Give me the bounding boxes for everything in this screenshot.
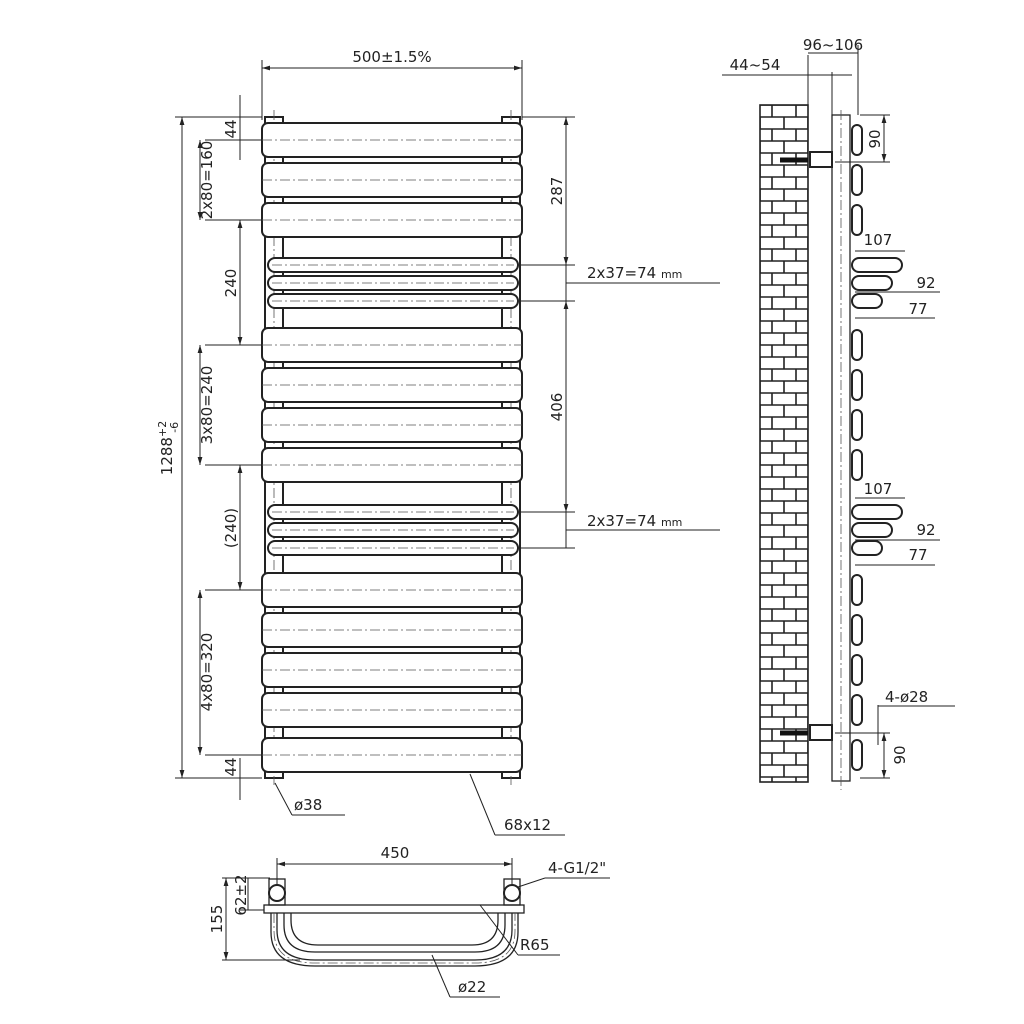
side-tube-profile	[851, 540, 883, 556]
side-panel-profile	[851, 329, 863, 361]
gap1-label: 240	[222, 269, 240, 298]
wall-distance-label: 44~54	[730, 56, 781, 74]
wall-plate	[263, 904, 525, 914]
bracket-bottom-label: 90	[891, 745, 909, 764]
side-panel-profile	[851, 574, 863, 606]
side-view	[759, 104, 903, 790]
connections-label: 4-G1/2"	[548, 859, 606, 877]
between-tubes-label: 406	[548, 393, 566, 422]
offset-label: 62±2	[232, 874, 250, 915]
group2-spacing-label: 3x80=240	[198, 366, 216, 445]
connections-label: 4-ø28	[885, 688, 928, 706]
centers-label: 450	[381, 844, 410, 862]
side-panel-profile	[851, 449, 863, 481]
tube-spacing-top-label: 2x37=74 mm	[587, 264, 682, 282]
side-tube-profile	[851, 293, 883, 309]
top-bracket	[809, 151, 833, 168]
side-panel-profile	[851, 369, 863, 401]
side-panel-profile	[851, 739, 863, 771]
side-panel-profile	[851, 409, 863, 441]
group1-spacing-label: 2x80=160	[198, 141, 216, 220]
side-panel-profile	[851, 204, 863, 236]
width-label: 500±1.5%	[352, 48, 431, 66]
side-panel-profile	[851, 164, 863, 196]
front-dimensions: 500±1.5% 1288+2-6 44 2x80=160 240 3x80=2…	[156, 48, 720, 836]
gap2-label: (240)	[222, 508, 240, 548]
tube-top-77-label: 77	[908, 300, 927, 318]
bottom-offset-label: 44	[222, 757, 240, 776]
tube-bot-77-label: 77	[908, 546, 927, 564]
to-first-tube-label: 287	[548, 177, 566, 206]
tube-top-107-label: 107	[864, 231, 893, 249]
top-dimensions: 450 155 62±2 4-G1/2" R65 ø22	[208, 844, 610, 998]
side-tube-profile	[851, 522, 893, 538]
radius-label: R65	[520, 936, 550, 954]
brick-wall	[759, 104, 809, 783]
side-tube-profile	[851, 257, 903, 273]
bracket-top-label: 90	[866, 129, 884, 148]
height-label: 1288+2-6	[156, 421, 181, 475]
group3-spacing-label: 4x80=320	[198, 633, 216, 712]
post-diameter-label: ø38	[294, 796, 322, 814]
front-view	[261, 110, 523, 785]
total-depth-label: 96~106	[803, 36, 863, 54]
side-panel-profile	[851, 614, 863, 646]
left-connection	[268, 884, 286, 902]
top-view	[263, 878, 525, 967]
tube-top-92-label: 92	[916, 274, 935, 292]
side-dimensions: 96~106 44~54 90 90 4-ø28 107 92 77 107 9…	[722, 36, 955, 779]
tube-spacing-bottom-label: 2x37=74 mm	[587, 512, 682, 530]
top-offset-label: 44	[222, 119, 240, 138]
bottom-bracket	[809, 724, 833, 741]
panel-size-label: 68x12	[504, 816, 551, 834]
side-tube-profile	[851, 504, 903, 520]
right-connection	[503, 884, 521, 902]
tube-diameter-label: ø22	[458, 978, 486, 996]
side-panel-profile	[851, 654, 863, 686]
tube-bot-107-label: 107	[864, 480, 893, 498]
side-panel-profile	[851, 694, 863, 726]
tube-bot-92-label: 92	[916, 521, 935, 539]
side-panel-profile	[851, 124, 863, 156]
side-tube-profile	[851, 275, 893, 291]
depth-label: 155	[208, 905, 226, 934]
